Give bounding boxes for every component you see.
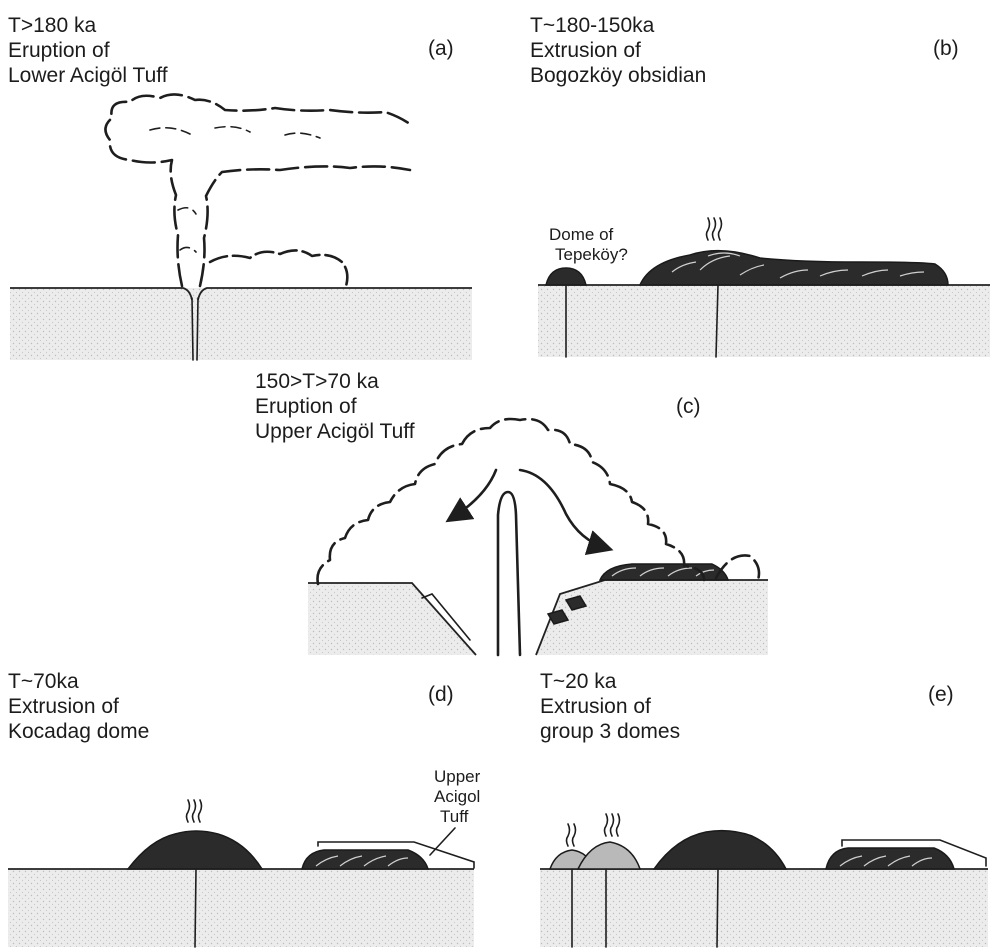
panel-c: 150>T>70 ka Eruption of Upper Acigöl Tuf… (255, 370, 768, 657)
panel-c-conduit (496, 490, 522, 657)
panel-e-ground (540, 869, 988, 947)
panel-d-age: T~70ka (8, 670, 79, 693)
panel-b-dome-label-line1: Dome of (549, 225, 614, 244)
panel-d-unit: Kocadag dome (8, 720, 149, 743)
panel-e-event: Extrusion of (540, 695, 651, 718)
panel-d: T~70ka Extrusion of Kocadag dome (d) Upp… (8, 670, 481, 948)
panel-a-event: Eruption of (8, 39, 110, 62)
panel-c-right-block (536, 580, 768, 655)
panel-b-tag: (b) (933, 37, 959, 60)
panel-d-tuff-label-line1: Upper (434, 767, 481, 786)
panel-a-tag: (a) (428, 37, 454, 60)
panel-b-steam-icon (705, 217, 723, 241)
panel-a-age: T>180 ka (8, 14, 96, 37)
panel-a-conduit (191, 297, 194, 361)
panel-e-tag: (e) (928, 683, 954, 706)
panel-d-kocadag-dome (126, 830, 264, 870)
panel-d-upper-tuff-layer (317, 841, 475, 869)
panel-e-kocadag-dome (652, 829, 788, 870)
panel-d-obsidian-flow (301, 849, 430, 870)
panel-b-event: Extrusion of (530, 39, 641, 62)
panel-b-tepekoy-dome (545, 267, 587, 286)
panel-d-tuff-label-line2: Acigol (434, 787, 480, 806)
panel-b-dome-label-line2: Tepeköy? (555, 245, 628, 264)
panel-e-steam-icon-1 (565, 823, 577, 847)
panel-e-age: T~20 ka (540, 670, 617, 693)
panel-e-small-dome-2 (576, 841, 642, 870)
panel-a: T>180 ka Eruption of Lower Acigöl Tuff (… (8, 14, 472, 361)
panel-b-unit: Bogozköy obsidian (530, 64, 706, 87)
panel-d-tuff-pointer (429, 827, 456, 856)
panel-c-flow-arrow-right (518, 468, 614, 556)
panel-c-event: Eruption of (255, 395, 357, 418)
panel-d-ground (8, 869, 474, 947)
panel-d-tag: (d) (428, 683, 454, 706)
panel-d-tuff-label-line3: Tuff (440, 807, 469, 826)
panel-c-unit: Upper Acigöl Tuff (255, 420, 415, 443)
panel-b-obsidian-flow (638, 249, 949, 286)
panel-b: T~180-150ka Extrusion of Bogozköy obsidi… (530, 14, 990, 358)
panel-e-obsidian-flow (825, 847, 955, 870)
panel-e-unit: group 3 domes (540, 720, 680, 743)
panel-b-age: T~180-150ka (530, 14, 655, 37)
panel-e-steam-icon-2 (603, 813, 621, 837)
panel-a-ground (10, 288, 472, 360)
panel-b-ground (538, 285, 990, 357)
panel-e: T~20 ka Extrusion of group 3 domes (e) (540, 670, 988, 948)
panel-c-age: 150>T>70 ka (255, 370, 379, 393)
panel-c-flow-arrow-left (445, 468, 498, 523)
panel-e-upper-tuff-layer (841, 839, 987, 867)
panel-c-left-block (308, 583, 476, 655)
panel-c-slumped-blocks (546, 595, 588, 625)
panel-d-event: Extrusion of (8, 695, 119, 718)
panel-c-eruption-cloud (316, 417, 761, 586)
panel-a-unit: Lower Acigöl Tuff (8, 64, 168, 87)
panel-d-steam-icon (185, 799, 203, 823)
panel-a-eruption-cloud (104, 93, 412, 288)
panel-c-tag: (c) (676, 395, 701, 418)
